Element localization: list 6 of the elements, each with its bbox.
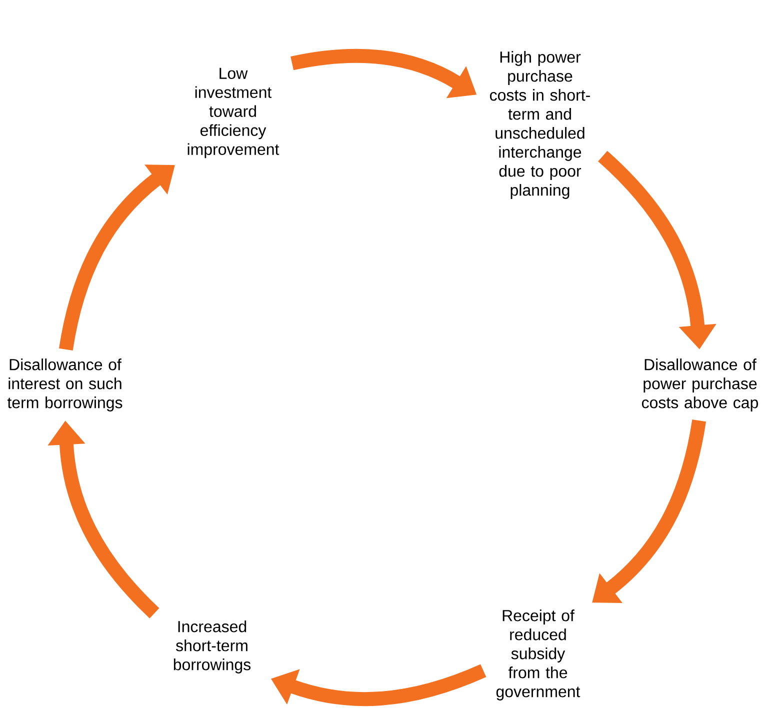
step-text: Disallowance of power purchase costs above cap bbox=[642, 358, 758, 412]
step-text: High power purchase costs in short-term and unscheduled interchange due to poor planning bbox=[490, 51, 590, 199]
step-text: Low investment toward efficiency improvement bbox=[188, 68, 280, 158]
step-text: Receipt of reduced subsidy from the government bbox=[496, 610, 580, 700]
step-text: Increased short-term borrowings bbox=[174, 620, 251, 674]
step-text: Disallowance of interest on such term borrowings bbox=[7, 358, 122, 412]
